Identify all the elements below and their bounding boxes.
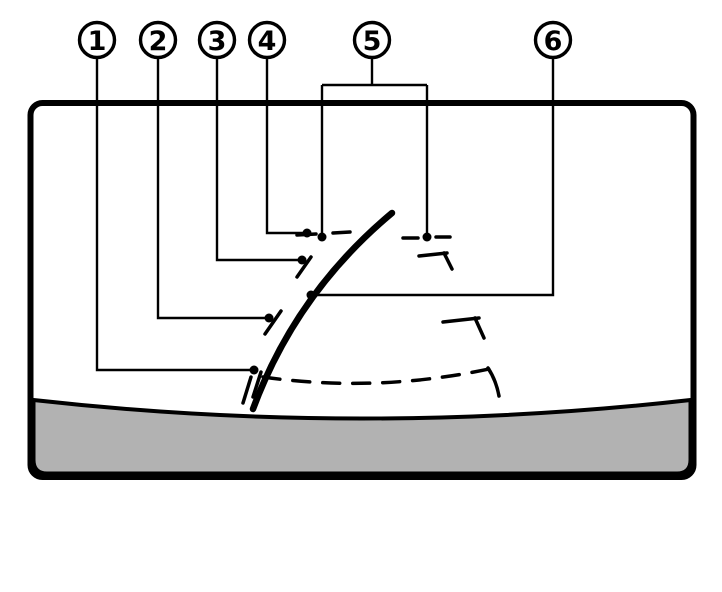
marker-wide-dashed-curve [261, 367, 491, 386]
leader-dot-3 [297, 255, 307, 265]
callout-label: 4 [258, 26, 277, 57]
leader-lines [95, 57, 555, 375]
callout-2: 2 [138, 20, 178, 60]
marker-wide-tick [486, 366, 501, 398]
callout-1: 1 [77, 20, 117, 60]
callout-circle [197, 20, 237, 60]
marker-upper-tick [442, 251, 454, 271]
guide-dash-middle [263, 309, 283, 336]
leader-dot-4 [302, 228, 312, 238]
leader-line-4 [265, 57, 303, 235]
leader-dot-5a [317, 232, 327, 242]
marker-mid-bar [441, 316, 481, 324]
leader-line-2 [156, 57, 265, 320]
leader-dot-2 [264, 313, 274, 323]
callout-circle [247, 20, 287, 60]
left-guide-dashes [241, 230, 352, 405]
bumper-area [31, 397, 693, 476]
guide-dash-upper [295, 255, 313, 279]
guide-dash-top-inner [331, 230, 352, 235]
callout-label: 2 [149, 26, 168, 57]
predicted-path-line [249, 209, 396, 413]
leader-dot-1 [249, 365, 259, 375]
callout-3: 3 [197, 20, 237, 60]
callout-label: 6 [544, 26, 563, 57]
callout-circle [533, 20, 573, 60]
callout-4: 4 [247, 20, 287, 60]
leader-line-5 [320, 57, 429, 233]
leader-line-6 [315, 57, 555, 297]
callout-label: 1 [88, 26, 107, 57]
guide-dash-lower-1 [241, 375, 253, 405]
leader-line-3 [215, 57, 298, 262]
leader-dot-5b [422, 232, 432, 242]
callout-circle [352, 20, 392, 60]
callout-5: 5 [352, 20, 392, 60]
callout-circle [77, 20, 117, 60]
callout-6: 6 [533, 20, 573, 60]
leader-dot-6 [306, 290, 316, 300]
right-distance-markers [261, 235, 501, 398]
callout-label: 3 [208, 26, 227, 57]
callout-label: 5 [363, 26, 382, 57]
leader-line-1 [95, 57, 250, 372]
guide-dash-lower-2 [251, 370, 263, 399]
marker-mid-tick [473, 316, 486, 340]
camera-view-frame [27, 100, 697, 480]
callout-circle [138, 20, 178, 60]
